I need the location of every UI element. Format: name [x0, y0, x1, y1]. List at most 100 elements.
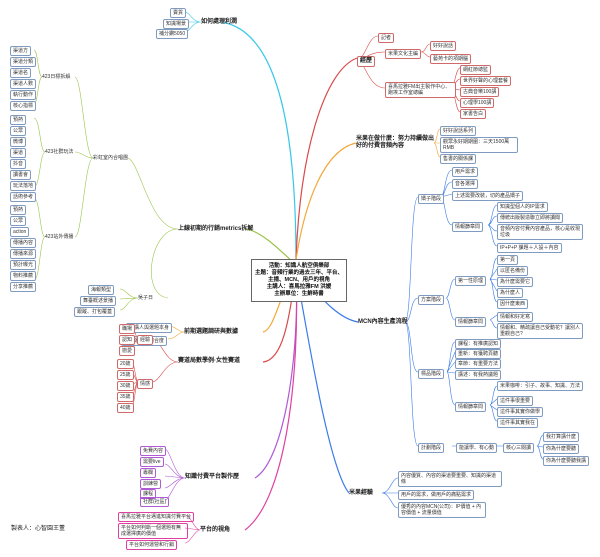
metrics-leaf: 話術參考	[10, 192, 37, 202]
mcn-substage: 能讓學、有心動	[456, 443, 498, 453]
branch-career-title: 經歷	[357, 56, 376, 67]
orig-item: 觀眾永好期期圍：三天1500萬RMB	[440, 137, 518, 153]
mcn-leaf: 這件事其實你做學	[497, 407, 544, 417]
center-line-speaker: 主講人：喜馬拉雅FM 洪媛	[266, 284, 332, 290]
branch-example-title: 賽道局數學例·女性賽道	[178, 358, 240, 364]
central-topic: 活動：知識人航空俱樂部 主題：音頻行業的過去三年、平台、主播、MCN、用戶的視角…	[251, 259, 347, 302]
example-leaf: 35歲	[117, 392, 134, 402]
metrics-leaf: 玩法落地	[10, 181, 37, 191]
branch-orig-title: 米果在做什麼：努力持續做出好的付費音頻內容	[356, 136, 435, 149]
example-leaf: 20歲	[117, 359, 134, 369]
profit-item: 知識場景	[163, 19, 190, 29]
metrics-group: 彩虹室內合唱團	[93, 155, 129, 161]
mcn-stage: 方案階段	[418, 295, 445, 305]
metrics-leaf: 傳播來源	[10, 249, 37, 259]
career-item: 記者	[378, 33, 395, 43]
paid-item: 社群(社區)	[140, 497, 170, 507]
branch-line-orig	[295, 142, 357, 261]
mcn-substage: 第一性原理	[455, 276, 487, 286]
example-leaf: 認知	[119, 335, 136, 345]
metrics-leaf: 預熱	[10, 115, 27, 125]
mcn-substage: 情報篩章問	[452, 222, 484, 232]
metrics-leaf: 核心指標	[10, 101, 37, 111]
metrics-leaf: 公眾	[10, 216, 27, 226]
mcn-leaf: 課程：有推廣認知	[455, 339, 502, 349]
mcn-leaf: 傳統出版製造聯立即將讀聞	[497, 213, 564, 223]
metrics-subgroup: 423社群玩法	[45, 149, 74, 155]
mcn-substage: 核心三閱讀	[503, 443, 535, 453]
example-group: 情感	[137, 379, 154, 389]
metrics-leaf: 抖音	[10, 159, 27, 169]
orig-item: 好好說話系列	[440, 126, 477, 136]
mcn-stage: 嬌子階段	[418, 194, 445, 204]
orig-item: 售書的關係課	[440, 154, 477, 164]
branch-line-profit	[220, 21, 297, 261]
metrics-leaf: 渠道	[10, 148, 27, 158]
mcn-leaf: 這件事很重要	[497, 396, 534, 406]
mcn-leaf: 情報和、精疏讓自己受動花？讓別人重觀自己?	[497, 323, 583, 339]
career-item: 網紅節總監	[460, 65, 492, 75]
career-item: 家書告白	[460, 109, 487, 119]
branch-outcome-title: 米果經驗	[349, 490, 374, 496]
center-line-theme: 主題：音頻行業的過去三年、平台、主播、MCN、用戶的視角	[254, 270, 343, 283]
branch-profit-title: 如何處理利潤	[201, 19, 238, 25]
mcn-leaf: 用戶需求	[452, 167, 479, 177]
metrics-leaf: 執行動作	[10, 90, 37, 100]
mcn-substage: 情報篩章問	[455, 402, 487, 412]
metrics-leaf: 舞臺概述景播	[80, 296, 117, 306]
branch-paid-title: 知識付費平台製作歷	[185, 474, 240, 480]
career-item: 世界好聲的心理套餐	[460, 76, 512, 86]
example-leaf: 30歲	[117, 381, 134, 391]
platform-item: 平台如何運營和行銷	[126, 540, 178, 550]
mcn-leaf: 重新：有獲聘頁聽	[455, 349, 502, 359]
mcn-leaf: 為什麼人	[497, 288, 524, 298]
mcn-leaf: 我打算講什麼	[543, 432, 580, 442]
mcn-leaf: 講述：有我熱議題	[455, 370, 502, 380]
platform-item: 平台如何判斷一個選題有無成選擇廣的價值	[118, 523, 188, 539]
metrics-subgroup: 423日標拆解	[42, 74, 71, 80]
paid-item: 專欄	[140, 468, 157, 478]
metrics-leaf: 預熱	[10, 205, 27, 215]
career-item: 古典音樂100講	[460, 87, 500, 97]
metrics-leaf: 渠道分類	[10, 57, 37, 67]
center-line-organizer: 主辦單位：生鮮時書	[274, 291, 324, 297]
example-group: 經驗	[137, 335, 154, 345]
metrics-leaf: 預計曝光	[10, 260, 37, 270]
branch-line-career	[295, 57, 358, 261]
metrics-leaf: 微博	[10, 137, 27, 147]
outcome-item: 優秀的內容MCN(公司)：IP價值 + 內容價值 + 流量價值	[398, 502, 486, 518]
career-item: 喜馬拉雅FM出主製作中心、跑埃工作室總編	[385, 82, 456, 98]
example-leaf: 職場	[119, 324, 136, 334]
branch-platform-title: 平台的視角	[200, 527, 231, 533]
mcn-leaf: 因什麼東西	[497, 299, 529, 309]
metrics-group: 吳子日	[138, 295, 154, 301]
mcn-leaf: IP+P+P 課題＋人設＋內容	[497, 243, 562, 253]
paid-item: 需要live	[140, 457, 164, 467]
metrics-leaf: 渠道名	[10, 68, 32, 78]
mcn-stage: 標品階段	[418, 369, 445, 379]
credit-label: 製表人：心智園王董	[11, 526, 66, 532]
paid-item: 訓練營	[140, 479, 162, 489]
mcn-leaf: 為什麼需要它	[497, 277, 534, 287]
center-line-event: 活動：知識人航空俱樂部	[268, 263, 330, 269]
mcn-leaf: 章節：有重要方法	[455, 359, 502, 369]
mcn-leaf: 情報和好定寫	[497, 312, 534, 322]
metrics-subgroup: 423站外傳播	[45, 234, 74, 240]
branch-survey-title: 前期選題調研與數據	[184, 329, 239, 335]
profit-item: 賣貨	[170, 8, 187, 18]
metrics-leaf: 跟蹤、打包覆蓋	[74, 307, 116, 317]
metrics-leaf: action	[10, 227, 30, 237]
paid-item: 免費內容	[140, 446, 167, 456]
example-leaf: 40歲	[117, 403, 134, 413]
profit-item: 補分鑽5050	[156, 29, 189, 39]
example-leaf: 戀愛	[119, 346, 136, 356]
mcn-substage: 情報篩章問	[455, 317, 487, 327]
mcn-leaf: 音頻內容付費內容產品，核心是收現垃圾	[497, 224, 583, 240]
mcn-leaf: 以匿名備份	[497, 266, 529, 276]
mcn-leaf: 第一頁	[497, 255, 519, 265]
branch-metrics-title: 上線初期的行銷metrics拆解	[178, 226, 254, 232]
metrics-leaf: 讀書會	[10, 170, 32, 180]
mcn-leaf: 上述需要改裝，切的產品嬌子	[452, 191, 524, 201]
mcn-leaf: 這件事其實我在	[497, 418, 539, 428]
mcn-leaf: 你為什麼要聽	[543, 444, 580, 454]
